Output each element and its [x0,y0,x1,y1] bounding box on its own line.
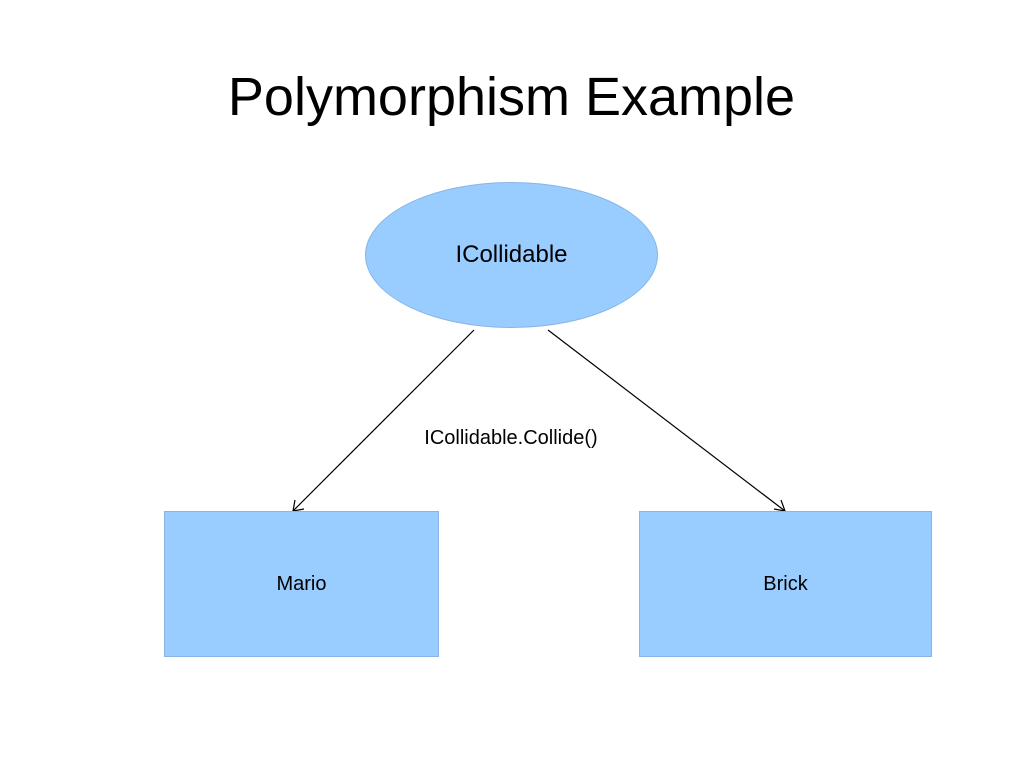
edge-to-brick [547,329,786,512]
class-node-label: Brick [763,573,808,595]
class-node-brick: Brick [639,511,932,657]
slide-title: Polymorphism Example [227,67,796,127]
interface-node-icollidable: ICollidable [365,182,658,328]
method-label: ICollidable.Collide() [424,427,598,449]
class-node-label: Mario [276,573,327,595]
interface-node-label: ICollidable [455,241,568,268]
class-node-mario: Mario [164,511,439,657]
edge-to-mario [292,329,475,512]
